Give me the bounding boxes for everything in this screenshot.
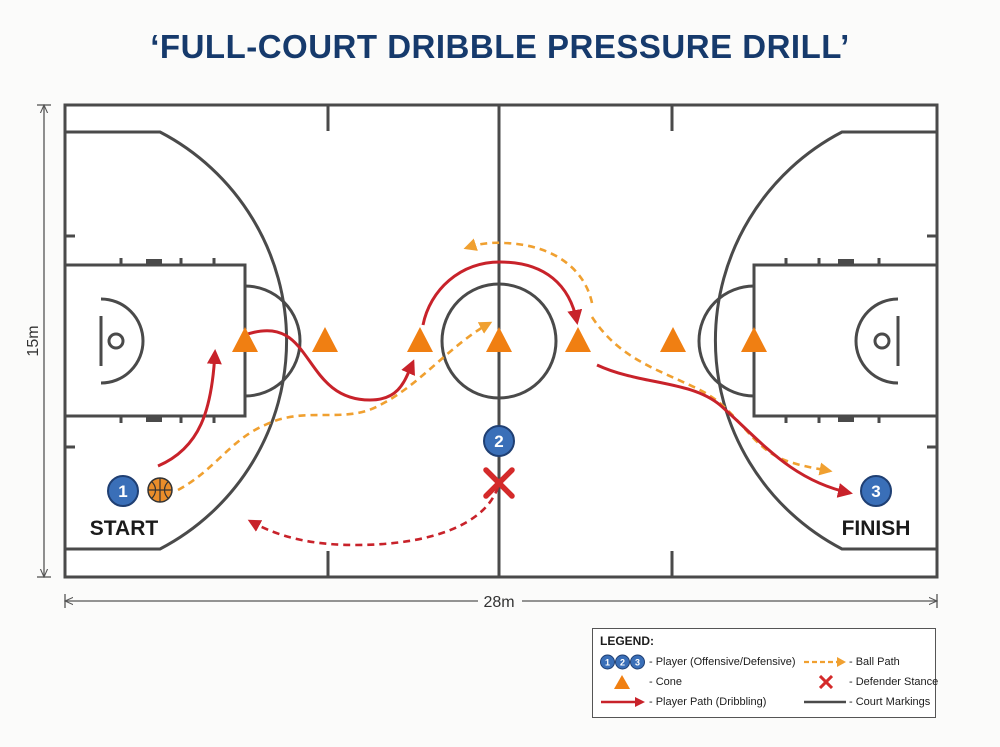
width-label: 28m — [483, 594, 514, 611]
right-restricted-arc — [854, 297, 899, 385]
center-circle — [440, 282, 558, 400]
ball-path-segment-3 — [463, 238, 594, 304]
start-label: START — [90, 517, 159, 540]
cone — [407, 327, 433, 352]
left-free-throw-circle — [244, 284, 302, 398]
dashed-orange-arrow-icon — [804, 657, 846, 667]
numbered-circles-icon: 1 2 3 — [600, 654, 645, 670]
player-1-marker: 1 — [107, 475, 139, 507]
right-free-throw-circle — [697, 284, 755, 398]
legend-court-label: - Court Markings — [849, 696, 931, 708]
defender-x-icon — [483, 467, 515, 499]
ball-path-segment-1 — [177, 321, 493, 492]
legend-ball-path-label: - Ball Path — [849, 656, 900, 668]
player-1-number: 1 — [118, 482, 127, 501]
width-dimension — [65, 594, 937, 608]
legend-player-path-label: - Player Path (Dribbling) — [649, 696, 767, 708]
player-2-number: 2 — [494, 432, 503, 451]
player-2-marker: 2 — [483, 425, 515, 457]
player-path — [157, 260, 853, 498]
svg-text:2: 2 — [620, 658, 625, 668]
legend-player-label: - Player (Offensive/Defensive) — [649, 656, 796, 668]
cone — [660, 327, 686, 352]
cone — [741, 327, 767, 352]
svg-text:3: 3 — [635, 658, 640, 668]
cones — [232, 327, 767, 352]
legend-title: LEGEND: — [600, 634, 654, 648]
player-3-marker: 3 — [860, 475, 892, 507]
cone — [486, 327, 512, 352]
right-three-point-arc — [713, 130, 937, 551]
basketball-icon — [147, 477, 173, 503]
player-path-segment-4 — [596, 363, 853, 498]
red-arrow-icon — [601, 697, 645, 707]
player-3-number: 3 — [871, 482, 880, 501]
legend: LEGEND: 1 2 3 - Player (Offensive/Defens… — [592, 628, 939, 718]
defender-path — [247, 486, 500, 547]
height-label: 15m — [25, 325, 42, 356]
player-path-segment-1 — [157, 349, 222, 468]
svg-text:1: 1 — [605, 658, 610, 668]
red-x-icon — [819, 675, 833, 689]
cone — [232, 327, 258, 352]
diagram-title: ‘FULL-COURT DRIBBLE PRESSURE DRILL’ — [150, 28, 850, 65]
height-dimension — [37, 105, 51, 577]
left-three-point-arc — [65, 130, 289, 551]
cone — [312, 327, 338, 352]
legend-defender-label: - Defender Stance — [849, 676, 939, 688]
legend-cone-label: - Cone — [649, 676, 683, 688]
orange-triangle-icon — [614, 675, 630, 689]
gray-line-icon — [804, 700, 846, 704]
left-restricted-arc — [100, 297, 145, 385]
left-hoop — [107, 332, 125, 350]
cone — [565, 327, 591, 352]
finish-label: FINISH — [842, 517, 911, 540]
right-hoop — [873, 332, 891, 350]
player-path-segment-3 — [421, 260, 583, 326]
player-path-segment-2 — [244, 329, 415, 402]
